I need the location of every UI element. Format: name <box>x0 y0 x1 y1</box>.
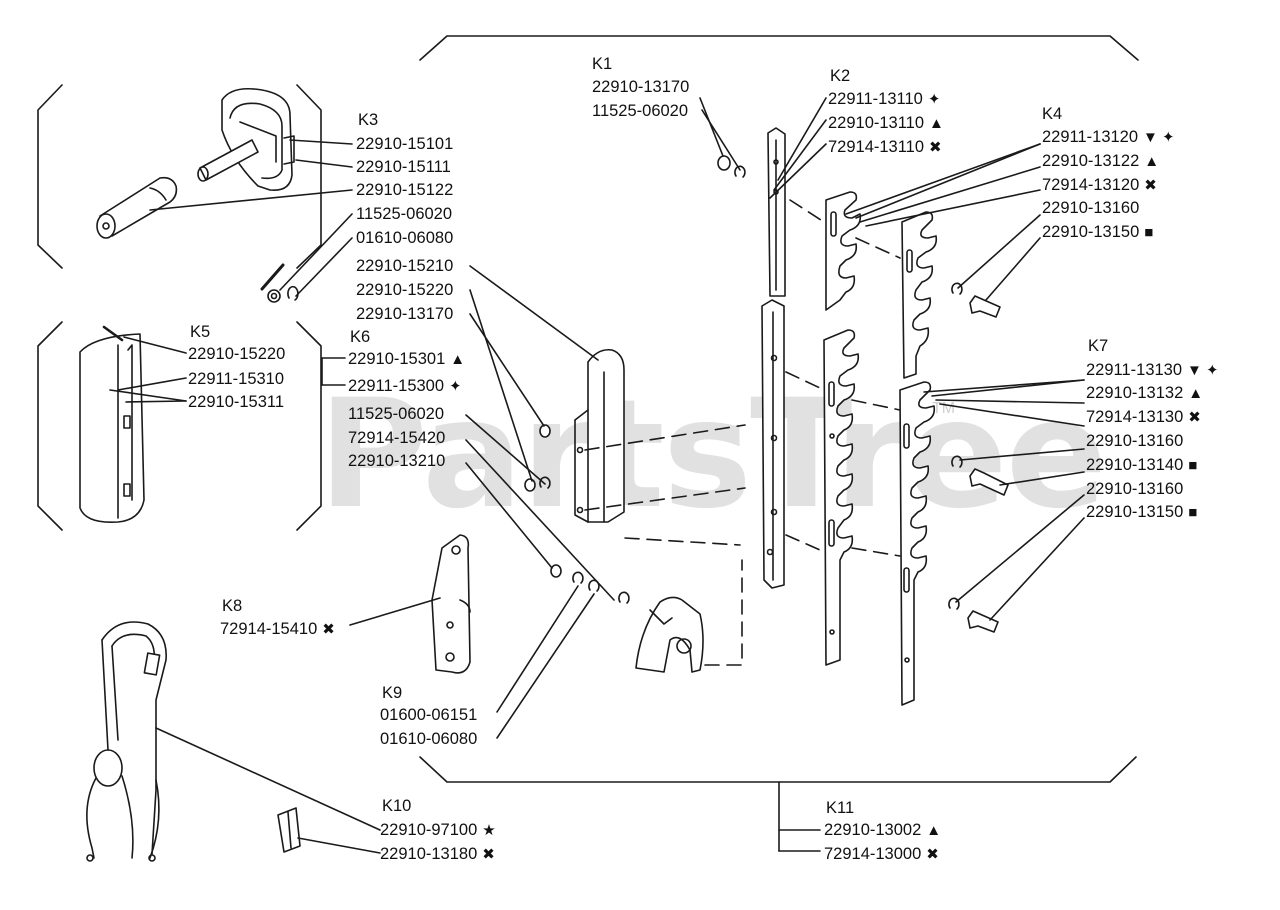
triangle-icon: ▲ <box>1144 153 1160 170</box>
part-number: 22910-15311 <box>188 393 285 411</box>
cross-icon: ✖ <box>1144 177 1157 194</box>
part-number: 22910-15122 <box>356 181 454 199</box>
lever-drawing <box>635 596 704 673</box>
k4-blade-drawing <box>901 211 938 379</box>
triangle-icon: ▲ <box>450 351 466 368</box>
k3-handle-drawing <box>96 87 295 239</box>
part-number: 22910-13160 <box>1042 199 1140 217</box>
main-bracket-top <box>419 35 1139 61</box>
part-number: 22910-15301▲ <box>348 350 466 368</box>
part-number: 22911-13110✦ <box>828 90 941 108</box>
k2-lower-blade-drawing <box>823 329 860 666</box>
cross-icon: ✖ <box>482 846 495 863</box>
k5-cover-drawing <box>79 325 145 524</box>
group-label-k3: K3 <box>358 111 379 129</box>
part-number: 72914-13110✖ <box>828 138 942 156</box>
group-label-k4: K4 <box>1042 105 1063 123</box>
part-number: 22911-13120▼ ✦ <box>1042 128 1175 146</box>
group-label-k7: K7 <box>1088 337 1109 355</box>
group-label-k2: K2 <box>830 67 851 85</box>
k1-upper-blade <box>767 127 786 297</box>
triangle-icon: ▲ <box>926 822 942 839</box>
k5-bracket-left <box>37 321 63 531</box>
k7-bolt-lower <box>948 597 999 633</box>
sparkle-icon: ✦ <box>449 378 462 395</box>
part-number: 22911-15300✦ <box>348 377 462 395</box>
part-number: 22910-15220 <box>356 281 454 299</box>
part-number: 11525-06020 <box>348 405 445 423</box>
part-number: 22910-15210 <box>356 257 454 275</box>
group-label-k10: K10 <box>382 797 412 815</box>
k10-strap-drawing <box>86 621 167 862</box>
square-icon: ■ <box>1188 504 1198 521</box>
k2-blade-drawing <box>825 191 862 311</box>
part-number: 22910-15220 <box>188 345 286 363</box>
part-number: 22910-97100★ <box>380 821 496 839</box>
part-number: 01610-06080 <box>380 730 478 748</box>
k3-bracket-left <box>37 84 63 269</box>
k10-buckle-drawing <box>277 807 301 853</box>
part-number: 22910-15101 <box>356 135 454 153</box>
square-icon: ■ <box>1144 224 1154 241</box>
part-number: 22910-13150■ <box>1086 503 1198 521</box>
part-number: 22910-13180✖ <box>380 845 495 863</box>
k5-bracket-right <box>296 321 322 531</box>
k8-bracket-drawing <box>431 534 471 674</box>
part-number: 22910-13210 <box>348 452 446 470</box>
part-number: 22911-13130▼ ✦ <box>1086 361 1219 379</box>
part-number: 22910-13150■ <box>1042 223 1154 241</box>
part-number: 22910-13140■ <box>1086 456 1198 474</box>
group-label-k9: K9 <box>382 684 403 702</box>
part-number: 22910-13170 <box>356 305 454 323</box>
watermark-tm: TM <box>932 400 956 417</box>
square-icon: ■ <box>1188 457 1198 474</box>
part-number: 22910-13160 <box>1086 432 1184 450</box>
cross-icon: ✖ <box>929 139 942 156</box>
down-triangle-sparkle-icon: ▼ ✦ <box>1143 129 1175 146</box>
cross-icon: ✖ <box>1188 409 1201 426</box>
k6-bolts <box>524 424 630 604</box>
k7-blade-drawing <box>899 381 936 706</box>
down-triangle-sparkle-icon: ▼ ✦ <box>1187 362 1219 379</box>
part-number: 01600-06151 <box>380 706 478 724</box>
part-number: 22910-13170 <box>592 78 690 96</box>
k3-bracket-right <box>296 84 322 269</box>
sparkle-icon: ✦ <box>927 91 941 108</box>
main-bracket-bottom <box>419 756 1137 783</box>
triangle-icon: ▲ <box>1188 385 1204 402</box>
part-number: 72914-15420 <box>348 429 446 447</box>
k1-nut-washer <box>717 155 746 178</box>
part-number: 22911-15310 <box>188 370 285 388</box>
part-number: 22910-13132▲ <box>1086 384 1204 402</box>
star-icon: ★ <box>482 822 496 839</box>
k1-lower-blade <box>761 299 785 589</box>
part-number: 01610-06080 <box>356 229 454 247</box>
k6-plate-drawing <box>574 348 625 523</box>
triangle-icon: ▲ <box>929 115 944 132</box>
cross-icon: ✖ <box>322 621 335 638</box>
k4-bolt <box>951 282 1001 318</box>
group-label-k5: K5 <box>190 323 211 341</box>
part-number: 72914-15410✖ <box>220 620 335 638</box>
part-number: 22910-15111 <box>356 158 451 176</box>
k7-bolt-upper <box>951 455 1009 496</box>
group-label-k1: K1 <box>592 55 613 73</box>
part-number: 72914-13130✖ <box>1086 408 1201 426</box>
part-number: 72914-13120✖ <box>1042 176 1157 194</box>
part-number: 22910-13122▲ <box>1042 152 1160 170</box>
group-label-k8: K8 <box>222 597 243 615</box>
part-number: 22910-13002▲ <box>824 821 942 839</box>
part-number: 22910-13160 <box>1086 480 1184 498</box>
part-number: 22910-13110▲ <box>828 114 944 132</box>
part-number: 72914-13000✖ <box>824 845 939 863</box>
group-label-k11: K11 <box>826 799 855 817</box>
part-number: 11525-06020 <box>592 102 689 120</box>
group-label-k6: K6 <box>350 328 371 346</box>
part-number: 11525-06020 <box>356 205 453 223</box>
k3-small-hardware <box>267 285 299 303</box>
cross-icon: ✖ <box>926 846 939 863</box>
